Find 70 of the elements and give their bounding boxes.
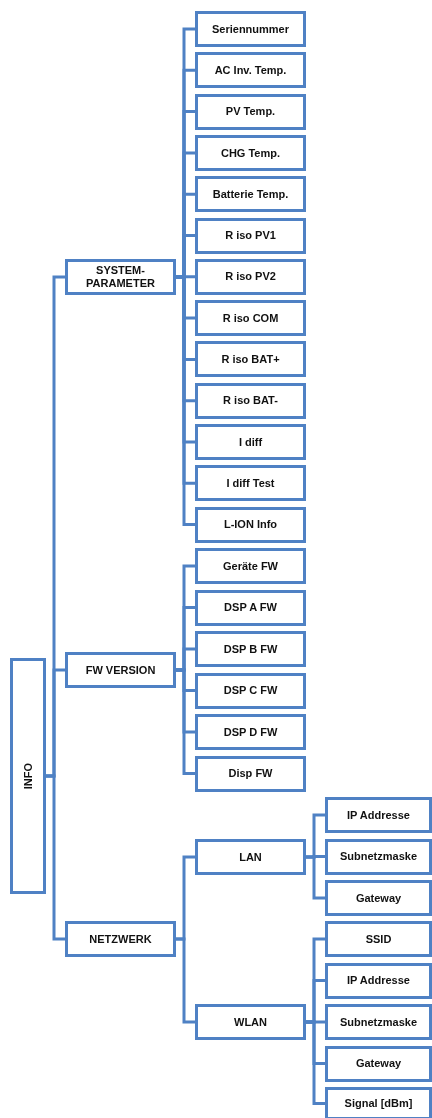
menu-label: LAN bbox=[239, 850, 262, 864]
menu-box bbox=[65, 259, 176, 295]
connector-line bbox=[46, 774, 65, 941]
menu-box bbox=[325, 921, 432, 957]
menu-box bbox=[195, 93, 306, 130]
menu-label: CHG Temp. bbox=[220, 146, 281, 160]
menu-box bbox=[195, 589, 306, 626]
menu-label: Gateway bbox=[355, 1057, 402, 1070]
menu-label: FW VERSION bbox=[85, 663, 156, 677]
menu-label: Subnetzmaske bbox=[340, 1015, 417, 1029]
menu-box bbox=[65, 652, 176, 688]
menu-label: AC Inv. Temp. bbox=[214, 63, 287, 77]
menu-label: R iso COM bbox=[222, 311, 279, 325]
menu-box bbox=[195, 1004, 306, 1040]
menu-label: I diff bbox=[238, 435, 263, 449]
menu-box bbox=[195, 424, 306, 460]
connector-line bbox=[176, 937, 195, 1024]
connector-line bbox=[306, 1020, 325, 1105]
menu-label: R iso BAT- bbox=[223, 394, 278, 407]
menu-box bbox=[65, 921, 176, 957]
menu-label: INFO bbox=[21, 762, 35, 790]
menu-box bbox=[195, 755, 306, 792]
menu-box bbox=[325, 838, 432, 875]
menu-label: DSP D FW bbox=[223, 725, 278, 739]
menu-box bbox=[195, 300, 306, 337]
menu-box bbox=[195, 176, 306, 213]
menu-box bbox=[195, 839, 306, 875]
menu-label: DSP A FW bbox=[224, 601, 277, 614]
menu-box bbox=[195, 672, 306, 709]
menu-box bbox=[325, 1087, 432, 1118]
menu-label: Seriennummer bbox=[212, 22, 289, 36]
menu-label: NETZWERK bbox=[89, 932, 152, 946]
menu-label: I diff Test bbox=[226, 476, 275, 490]
menu-box bbox=[195, 341, 306, 378]
menu-box bbox=[325, 1004, 432, 1040]
menu-label: DSP C FW bbox=[223, 684, 278, 697]
menu-label: IP Addresse bbox=[347, 974, 410, 987]
menu-label: R iso PV2 bbox=[225, 270, 276, 284]
menu-box bbox=[325, 797, 432, 833]
menu-label: Signal [dBm] bbox=[344, 1097, 413, 1110]
menu-label: Disp FW bbox=[228, 767, 273, 780]
menu-label: Geräte FW bbox=[223, 559, 278, 573]
menu-label: DSP B FW bbox=[223, 642, 278, 656]
menu-label: WLAN bbox=[234, 1015, 267, 1029]
menu-label: L-ION Info bbox=[223, 518, 278, 531]
menu-box bbox=[195, 506, 306, 543]
menu-label: R iso BAT+ bbox=[221, 353, 280, 366]
menu-box bbox=[195, 714, 306, 750]
menu-box bbox=[195, 258, 306, 295]
menu-box bbox=[195, 465, 306, 502]
menu-box bbox=[10, 658, 46, 894]
menu-label: IP Addresse bbox=[347, 808, 410, 822]
menu-label: R iso PV1 bbox=[225, 229, 276, 242]
menu-label: Gateway bbox=[355, 891, 402, 905]
menu-box bbox=[195, 52, 306, 89]
menu-box bbox=[325, 1045, 432, 1082]
menu-box bbox=[325, 962, 432, 999]
menu-label: Subnetzmaske bbox=[340, 850, 417, 863]
menu-box bbox=[195, 134, 306, 171]
menu-label: Batterie Temp. bbox=[212, 187, 289, 201]
menu-box bbox=[195, 217, 306, 254]
menu-label: PV Temp. bbox=[225, 105, 276, 118]
menu-box bbox=[195, 631, 306, 667]
menu-label: SYSTEM-PARAMETER bbox=[85, 264, 156, 290]
menu-box bbox=[195, 382, 306, 419]
connector-line bbox=[306, 855, 325, 900]
menu-box bbox=[195, 11, 306, 47]
menu-box bbox=[325, 880, 432, 916]
menu-box bbox=[195, 548, 306, 584]
menu-label: SSID bbox=[365, 932, 392, 946]
